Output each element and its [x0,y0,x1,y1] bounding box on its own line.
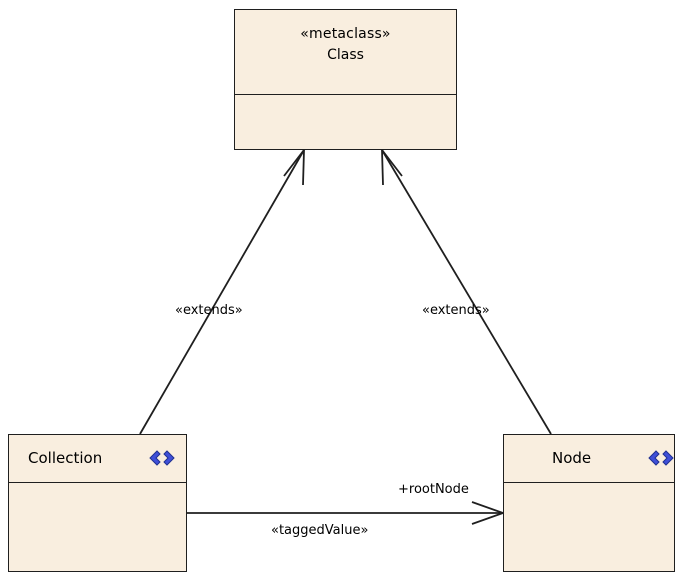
extends-label-collection: «extends» [175,303,243,318]
interface-icon-svg [149,450,175,466]
root-node-role-label: +rootNode [398,482,469,497]
extends-arrow-collection-head [283,147,305,186]
tagged-value-label: «taggedValue» [271,523,369,538]
interface-icon-svg [648,450,674,466]
node-header: Node [504,435,674,483]
collection-header: Collection [9,435,186,483]
interface-icon [148,448,176,468]
node-name: Node [552,449,592,467]
metaclass-stereotype: «metaclass» [300,26,391,42]
collection-class-box[interactable]: Collection [8,434,187,572]
extends-arrow-node-head [381,147,403,186]
node-class-box[interactable]: Node [503,434,675,572]
metaclass-name: Class [327,47,364,63]
metaclass-header: «metaclass» Class [235,10,456,95]
metaclass-box[interactable]: «metaclass» Class [234,9,457,150]
interface-icon [647,448,675,468]
extends-arrow-node [381,149,552,435]
extends-arrow-collection [139,149,305,435]
collection-name: Collection [28,449,103,467]
extends-label-node: «extends» [422,303,490,318]
